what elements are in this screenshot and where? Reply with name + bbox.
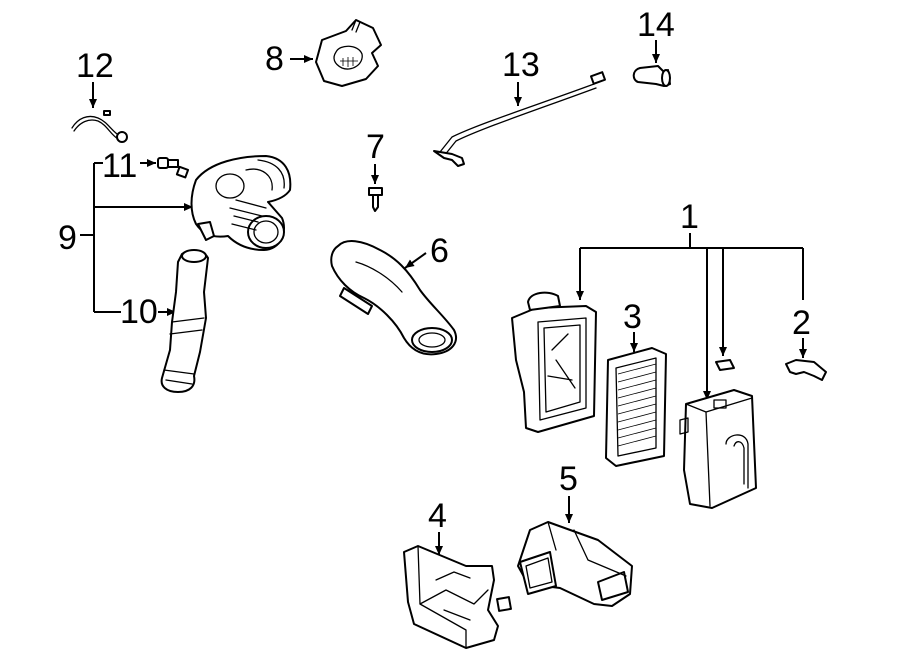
callout-12: 12 [76,47,114,85]
sensor-part [157,157,190,179]
leader-9 [80,162,193,313]
air-cleaner-lower-housing-part [511,291,597,433]
harness-part [71,110,128,143]
actuator-part [315,19,382,87]
callout-10: 10 [120,293,158,331]
callout-11: 11 [102,147,137,185]
bracket-part [403,545,512,649]
callout-9: 9 [58,219,77,257]
callout-4: 4 [428,497,447,535]
elbow-fitting-part [632,65,671,87]
callout-1: 1 [680,198,699,236]
vent-tube-part [433,71,607,167]
bolt-part [368,187,383,212]
callout-2: 2 [792,304,811,342]
resonator-part [330,240,457,356]
inlet-duct-part [190,155,292,251]
callout-13: 13 [502,46,540,84]
callout-6: 6 [430,232,449,270]
callout-7: 7 [366,128,385,166]
filter-element-part [605,347,667,467]
callout-8: 8 [265,40,284,78]
hose-part [160,249,209,393]
leader-1 [576,233,804,400]
clip-part [715,359,735,371]
callout-5: 5 [559,460,578,498]
air-cleaner-cover-part [679,389,757,509]
clamp-part [785,359,827,381]
leader-6 [404,252,427,269]
outlet-duct-part [517,521,633,607]
callout-14: 14 [637,6,675,44]
callout-3: 3 [623,298,642,336]
